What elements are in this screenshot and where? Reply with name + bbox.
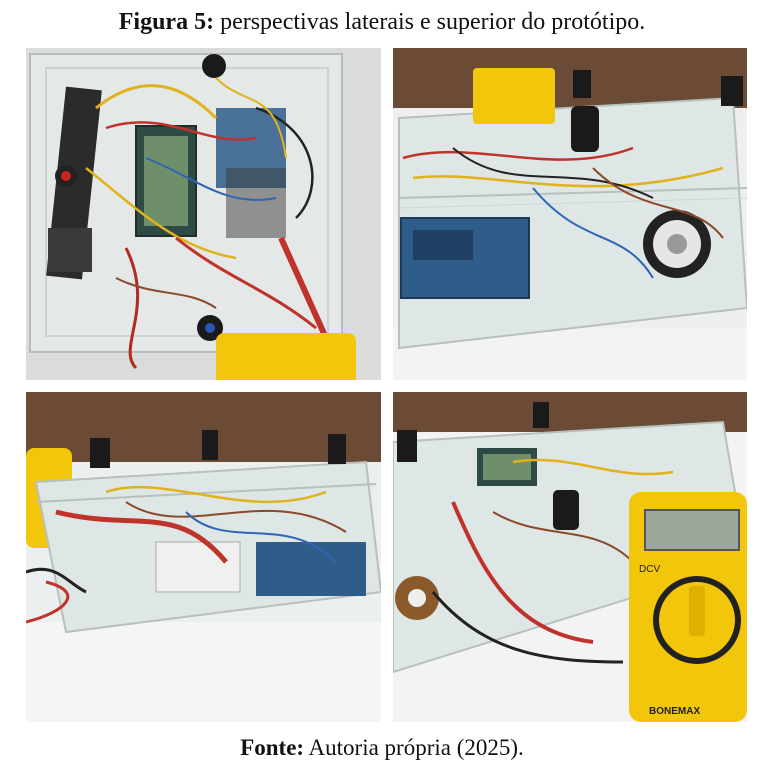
photo-front-view-illustration	[26, 392, 381, 722]
multimeter-dial-label: DCV	[639, 564, 660, 575]
multimeter-brand: BONEMAX	[649, 706, 700, 717]
photo-angled-view-illustration: DCV BONEMAX	[393, 392, 747, 722]
source-label: Fonte:	[240, 735, 305, 760]
photo-front-view	[26, 392, 381, 722]
photo-top-view	[26, 48, 381, 380]
figure-title: perspectivas laterais e superior do prot…	[220, 9, 646, 35]
photo-top-view-illustration	[26, 48, 381, 380]
source-text: Autoria própria (2025).	[308, 735, 524, 760]
figure-label: Figura 5:	[118, 9, 215, 35]
source-caption: Fonte: Autoria própria (2025).	[0, 734, 764, 762]
photo-side-view	[393, 48, 747, 380]
figure-caption: Figura 5: perspectivas laterais e superi…	[0, 8, 764, 36]
photo-side-view-illustration	[393, 48, 747, 380]
photo-angled-view: DCV BONEMAX	[393, 392, 747, 722]
